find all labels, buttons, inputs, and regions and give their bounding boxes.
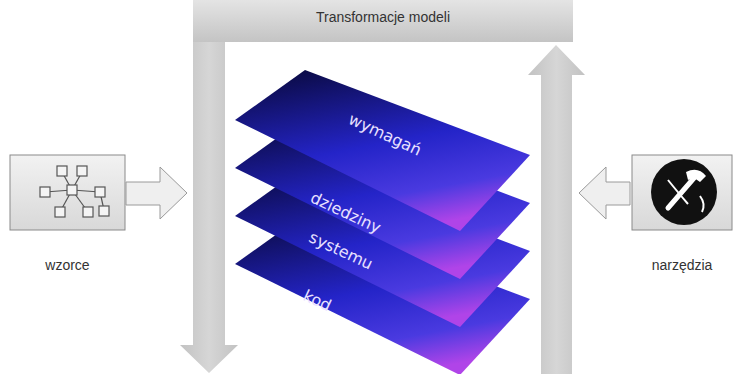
- transform-bar: [193, 0, 573, 42]
- transform-band: Transformacje modeli: [193, 0, 573, 34]
- up-arrow: [528, 45, 585, 374]
- layer-plane: [233, 68, 533, 234]
- layer-plane-shape: [235, 214, 530, 374]
- input-box: narzędzia: [632, 155, 732, 280]
- input-arrow: [126, 167, 187, 219]
- pattern-box: [10, 155, 125, 230]
- input-box: wzorce: [10, 155, 125, 280]
- label-holder: wzorce: [10, 257, 125, 273]
- input-arrow: [579, 167, 630, 219]
- pattern-icon: [40, 166, 109, 217]
- box-caption: wzorce: [45, 257, 89, 273]
- tool-box: [632, 155, 732, 230]
- down-arrow: [180, 42, 238, 373]
- label-holder: narzędzia: [632, 257, 732, 273]
- band-title: Transformacje modeli: [316, 9, 450, 25]
- tool-icon: [651, 159, 717, 225]
- box-caption: narzędzia: [652, 257, 713, 273]
- model-layer: wymagań: [233, 68, 533, 234]
